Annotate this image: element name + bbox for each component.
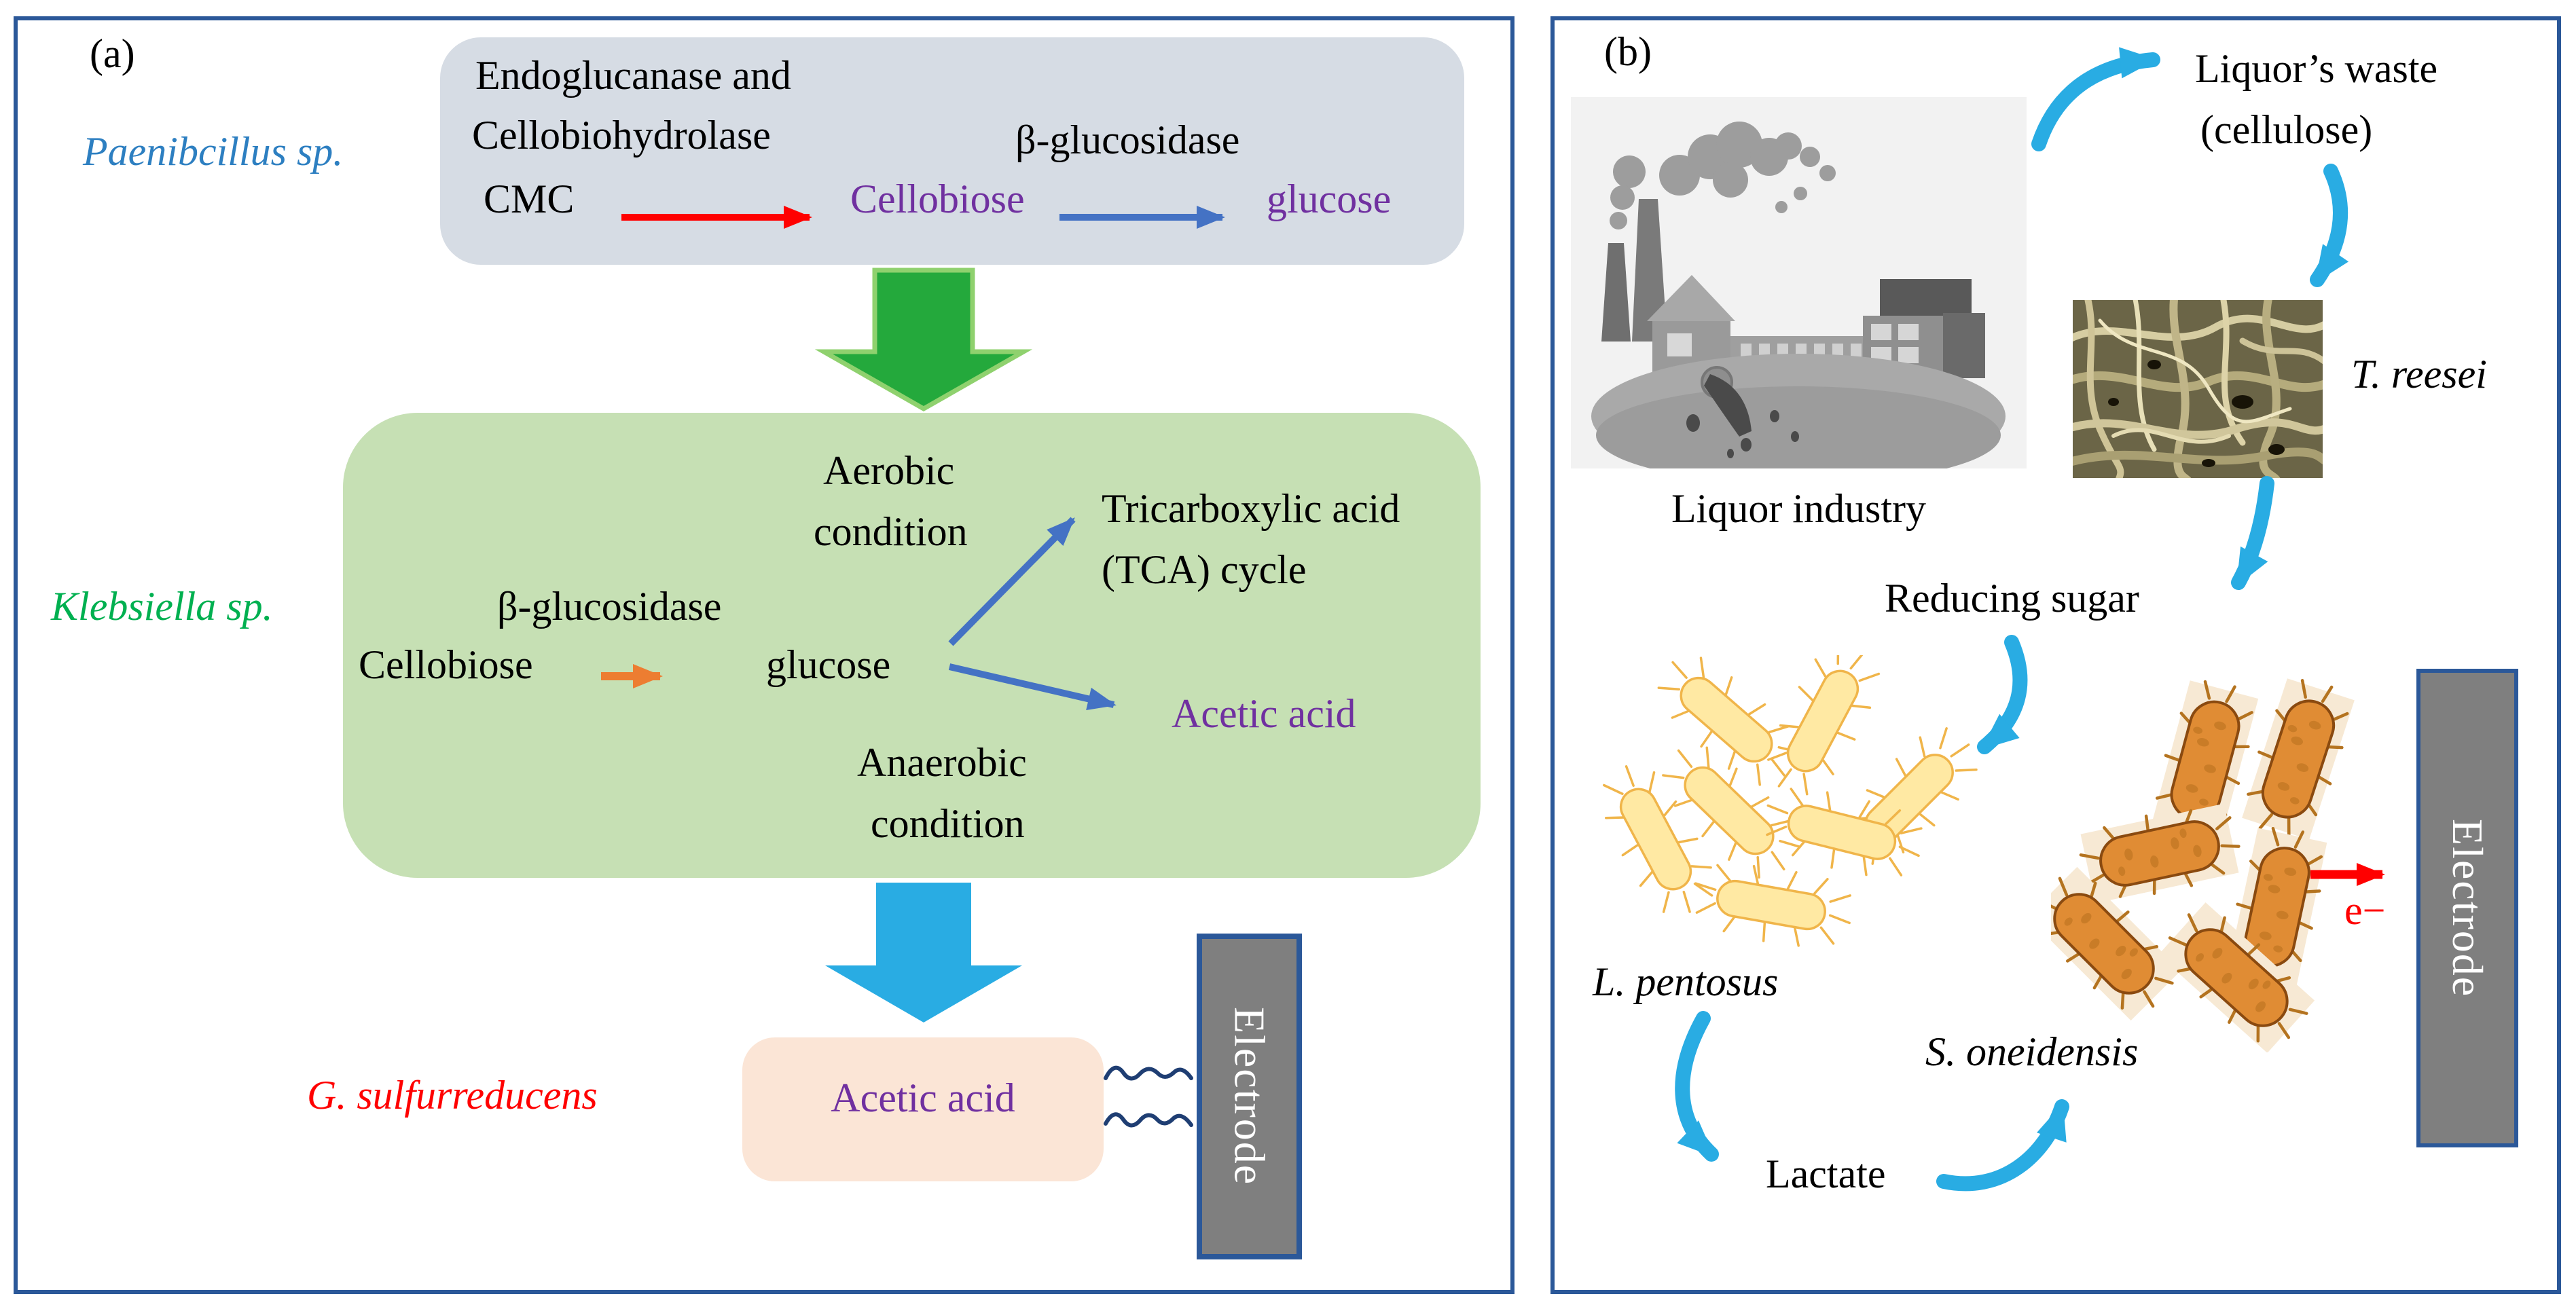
green-box-glucose: glucose: [766, 642, 891, 687]
species-s-oneidensis: S. oneidensis: [1925, 1029, 2139, 1074]
enzyme-reaction-box: [440, 37, 1464, 265]
species-sulfurreducens: G. sulfurreducens: [307, 1073, 598, 1118]
cellobiose-label: Cellobiose: [850, 177, 1025, 221]
green-box-cellobiose: Cellobiose: [359, 642, 533, 687]
reducing-sugar-label: Reducing sugar: [1885, 576, 2139, 621]
acetic-acid-box: [742, 1037, 1104, 1181]
waste-line2: (cellulose): [2200, 107, 2373, 152]
tca-line2: (TCA) cycle: [1102, 547, 1307, 592]
lactate-label: Lactate: [1766, 1151, 1886, 1196]
factory-caption: Liquor industry: [1671, 486, 1926, 531]
electrode-a-label: Electrode: [1225, 1007, 1274, 1186]
green-box-acetic-acid: Acetic acid: [1172, 691, 1356, 736]
waste-line1: Liquor’s waste: [2195, 46, 2438, 91]
aerobic-line1: Aerobic: [823, 448, 955, 493]
panel-b-frame: [1550, 16, 2561, 1294]
electron-label: e−: [2344, 888, 2386, 933]
tca-line1: Tricarboxylic acid: [1102, 486, 1400, 531]
enzyme-line2: Cellobiohydrolase: [472, 113, 771, 158]
panel-a-label: (a): [90, 31, 135, 76]
enzyme-line1: Endoglucanase and: [475, 53, 791, 98]
species-paenibcillus: Paenibcillus sp.: [83, 129, 344, 174]
anaerobic-line2: condition: [871, 801, 1025, 846]
electrode-b: Electrode: [2416, 669, 2518, 1147]
electrode-b-label: Electrode: [2444, 818, 2492, 998]
acetic-box-label: Acetic acid: [831, 1075, 1015, 1120]
enzyme-beta-glucosidase: β-glucosidase: [1015, 117, 1240, 162]
aerobic-line2: condition: [814, 509, 968, 554]
anaerobic-line1: Anaerobic: [857, 740, 1027, 785]
cmc-label: CMC: [484, 177, 575, 221]
species-l-pentosus: L. pentosus: [1593, 959, 1779, 1004]
klebsiella-reaction-box: [343, 413, 1481, 878]
green-box-beta-glucosidase: β-glucosidase: [497, 584, 722, 629]
electrode-a: Electrode: [1197, 934, 1302, 1259]
species-t-reesei: T. reesei: [2351, 352, 2487, 397]
species-klebsiella: Klebsiella sp.: [51, 584, 273, 629]
glucose-label: glucose: [1267, 177, 1392, 221]
panel-b-label: (b): [1604, 29, 1652, 74]
